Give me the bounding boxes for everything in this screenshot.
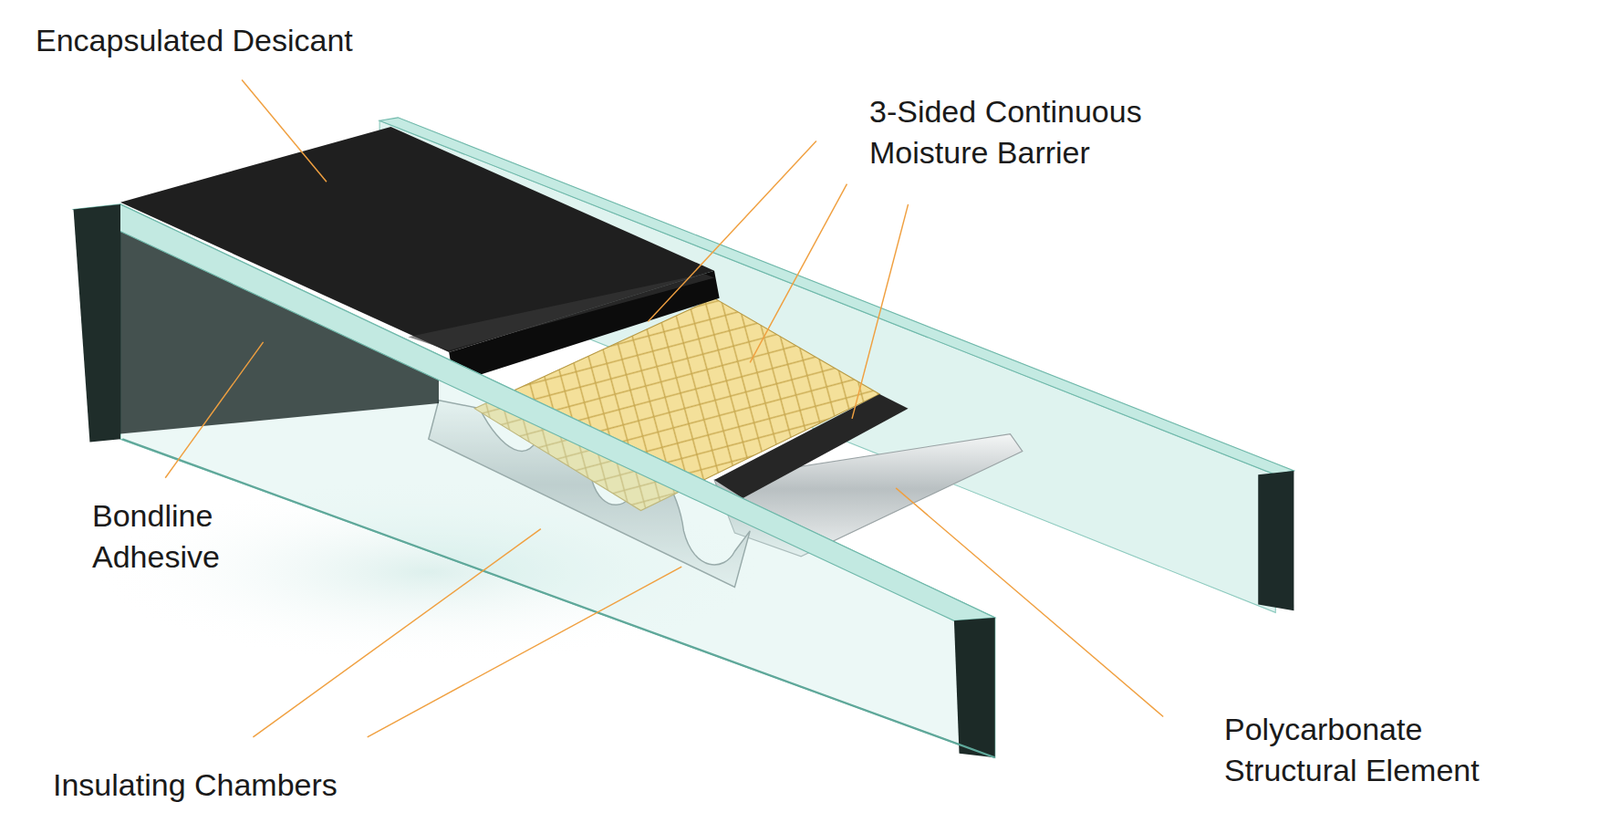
part-label: Polycarbonate Structural Element [1224, 708, 1553, 791]
moisture-barrier-strip [714, 394, 909, 499]
back-glass-end [1257, 470, 1294, 611]
leader-line [647, 141, 817, 323]
part-label: Bondline Adhesive [92, 495, 275, 578]
part-label: Encapsulated Desicant [35, 20, 354, 62]
front-glass-left-end [73, 204, 121, 443]
leader-line [851, 204, 909, 419]
front-glass-top [73, 204, 996, 621]
leader-line [749, 184, 847, 364]
front-glass-right-end [954, 617, 996, 758]
leader-line [241, 79, 327, 182]
leader-line [252, 529, 541, 738]
leader-line [367, 566, 683, 738]
desiccant-sheen [407, 273, 715, 351]
leader-line [895, 488, 1164, 717]
part-label: 3-Sided Continuous Moisture Barrier [869, 91, 1235, 174]
glass-highlight [122, 438, 995, 758]
leader-line [165, 342, 263, 478]
part-label: Insulating Chambers [52, 764, 338, 806]
